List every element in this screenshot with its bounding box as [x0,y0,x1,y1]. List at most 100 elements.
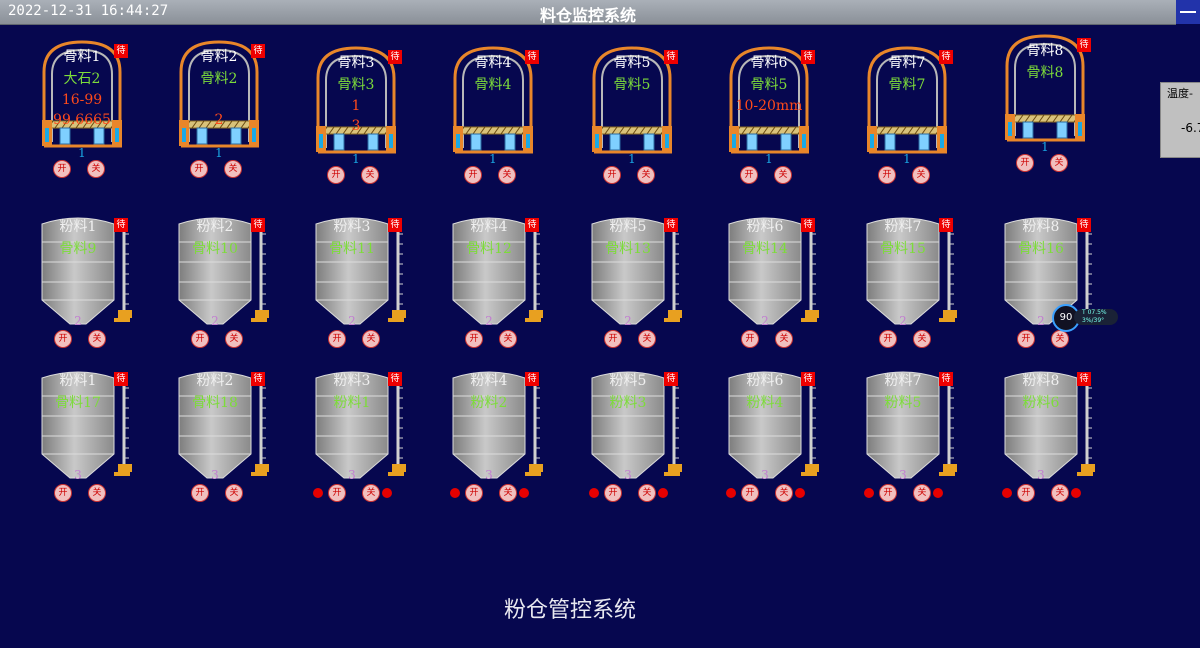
open-button[interactable]: 开 [740,166,758,184]
close-button[interactable]: 关 [913,484,931,502]
level-label: 2 [624,314,632,328]
level-label: 3 [485,468,493,482]
minimize-button[interactable] [1176,0,1200,24]
close-button[interactable]: 关 [1051,330,1069,348]
open-button[interactable]: 开 [878,166,896,184]
open-button[interactable]: 开 [54,484,72,502]
close-button[interactable]: 关 [775,484,793,502]
open-button[interactable]: 开 [604,484,622,502]
close-button[interactable]: 关 [1051,484,1069,502]
close-button[interactable]: 关 [638,330,656,348]
open-button[interactable]: 开 [741,484,759,502]
level-gauge-widget[interactable]: 90 T 07.5% 3%/39° [1052,304,1118,332]
open-button[interactable]: 开 [328,330,346,348]
silo-graphic [315,217,406,325]
open-button[interactable]: 开 [604,330,622,348]
open-button[interactable]: 开 [190,160,208,178]
open-button[interactable]: 开 [1017,330,1035,348]
value-label: 3 [351,118,361,134]
close-button[interactable]: 关 [913,330,931,348]
temperature-panel: 温度- -6.7 [1160,82,1200,158]
close-button[interactable]: 关 [774,166,792,184]
open-button[interactable]: 开 [328,484,346,502]
open-button[interactable]: 开 [191,484,209,502]
status-indicator-dot [519,488,529,498]
level-label: 3 [211,468,219,482]
silo-graphic [728,371,819,479]
open-button[interactable]: 开 [465,484,483,502]
bin-name: 骨料8 [1026,43,1064,59]
close-button[interactable]: 关 [224,160,242,178]
close-button[interactable]: 关 [362,330,380,348]
status-indicator-dot [864,488,874,498]
silo-name: 粉料7 [884,373,922,389]
open-button[interactable]: 开 [603,166,621,184]
level-label: 1 [1041,140,1049,154]
close-button[interactable]: 关 [637,166,655,184]
close-button[interactable]: 关 [88,330,106,348]
material-label: 粉料1 [333,395,371,411]
close-button[interactable]: 关 [775,330,793,348]
close-button[interactable]: 关 [88,484,106,502]
open-button[interactable]: 开 [53,160,71,178]
close-button[interactable]: 关 [1050,154,1068,172]
status-badge: 待 [939,50,953,64]
close-button[interactable]: 关 [638,484,656,502]
material-label: 粉料6 [1022,395,1060,411]
close-button[interactable]: 关 [912,166,930,184]
open-button[interactable]: 开 [879,484,897,502]
close-button[interactable]: 关 [499,330,517,348]
open-button[interactable]: 开 [1017,484,1035,502]
open-button[interactable]: 开 [191,330,209,348]
close-button[interactable]: 关 [362,484,380,502]
open-button[interactable]: 开 [879,330,897,348]
silo-name: 粉料4 [470,219,508,235]
status-badge: 待 [388,218,402,232]
close-button[interactable]: 关 [499,484,517,502]
close-button[interactable]: 关 [361,166,379,184]
material-label: 骨料16 [1018,241,1064,257]
level-label: 3 [348,468,356,482]
close-button[interactable]: 关 [225,484,243,502]
close-button[interactable]: 关 [498,166,516,184]
open-button[interactable]: 开 [1016,154,1034,172]
status-badge: 待 [1077,372,1091,386]
aggregate-bin-graphic [729,46,809,154]
open-button[interactable]: 开 [465,330,483,348]
open-button[interactable]: 开 [327,166,345,184]
close-button[interactable]: 关 [87,160,105,178]
close-button[interactable]: 关 [225,330,243,348]
open-button[interactable]: 开 [464,166,482,184]
bin-name: 骨料5 [613,55,651,71]
open-button[interactable]: 开 [741,330,759,348]
level-label: 1 [78,146,86,160]
material-label: 骨料14 [742,241,788,257]
open-button[interactable]: 开 [54,330,72,348]
status-indicator-dot [1002,488,1012,498]
